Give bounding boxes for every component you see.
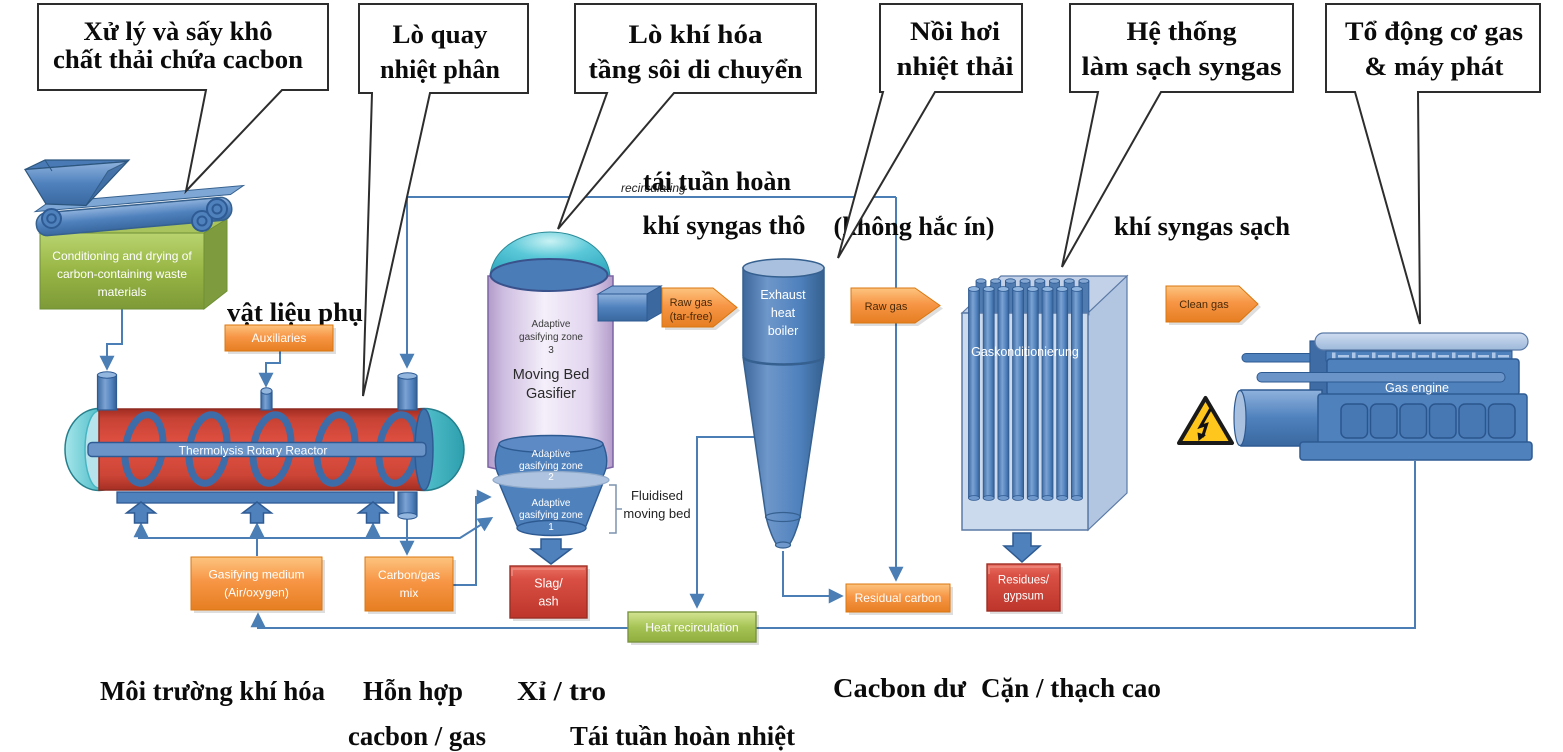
svg-text:gasifying zone: gasifying zone [519, 461, 583, 472]
svg-text:materials: materials [98, 285, 147, 299]
svg-text:tầng sôi di chuyển: tầng sôi di chuyển [589, 55, 804, 84]
svg-text:Conditioning and drying of: Conditioning and drying of [52, 249, 192, 263]
svg-text:Nồi hơi: Nồi hơi [910, 17, 1000, 46]
svg-text:Auxiliaries: Auxiliaries [252, 331, 307, 345]
svg-text:& máy phát: & máy phát [1365, 52, 1504, 81]
svg-text:mix: mix [400, 586, 419, 600]
svg-text:Exhaust: Exhaust [760, 288, 806, 302]
svg-text:Gas engine: Gas engine [1385, 381, 1449, 395]
svg-text:Adaptive: Adaptive [532, 449, 571, 460]
svg-text:Residual carbon: Residual carbon [855, 591, 942, 605]
svg-text:Môi trường khí hóa: Môi trường khí hóa [100, 676, 325, 706]
svg-text:vật liệu phụ: vật liệu phụ [227, 298, 363, 327]
svg-text:Fluidised: Fluidised [631, 488, 683, 503]
svg-text:Gaskonditionierung: Gaskonditionierung [971, 345, 1079, 359]
svg-text:cacbon / gas: cacbon / gas [348, 721, 486, 751]
svg-text:2: 2 [548, 472, 554, 483]
svg-text:Raw gas: Raw gas [865, 301, 908, 313]
svg-text:chất thải chứa cacbon: chất thải chứa cacbon [53, 45, 304, 74]
svg-text:Adaptive: Adaptive [532, 319, 571, 330]
svg-text:recirculating: recirculating [621, 181, 686, 195]
svg-text:Moving Bed: Moving Bed [513, 367, 590, 383]
svg-text:Cặn / thạch cao: Cặn / thạch cao [981, 673, 1161, 703]
svg-text:Slag/: Slag/ [534, 576, 563, 590]
svg-text:Cacbon dư: Cacbon dư [833, 673, 967, 703]
svg-text:(tar-free): (tar-free) [670, 311, 713, 323]
svg-text:gypsum: gypsum [1003, 591, 1043, 603]
svg-text:(Air/oxygen): (Air/oxygen) [224, 586, 289, 600]
svg-text:Carbon/gas: Carbon/gas [378, 568, 440, 582]
svg-text:1: 1 [548, 522, 554, 533]
svg-text:Tổ động cơ gas: Tổ động cơ gas [1345, 17, 1523, 46]
svg-text:heat: heat [771, 306, 796, 320]
svg-text:boiler: boiler [768, 324, 799, 338]
svg-text:Thermolysis Rotary Reactor: Thermolysis Rotary Reactor [179, 444, 328, 458]
svg-text:nhiệt phân: nhiệt phân [380, 55, 501, 84]
svg-text:Residues/: Residues/ [998, 575, 1050, 587]
svg-text:3: 3 [548, 345, 554, 356]
svg-text:carbon-containing waste: carbon-containing waste [57, 267, 187, 281]
svg-text:Adaptive: Adaptive [532, 498, 571, 509]
svg-text:Xử lý và sấy khô: Xử lý và sấy khô [84, 17, 273, 46]
svg-text:Lò quay: Lò quay [393, 20, 488, 49]
svg-text:gasifying zone: gasifying zone [519, 332, 583, 343]
svg-text:tái tuần hoàn: tái tuần hoàn [643, 167, 792, 196]
svg-text:Gasifier: Gasifier [526, 386, 576, 402]
svg-text:Lò khí hóa: Lò khí hóa [629, 20, 763, 49]
svg-text:Clean gas: Clean gas [1179, 299, 1229, 311]
svg-text:Tái tuần hoàn nhiệt: Tái tuần hoàn nhiệt [570, 721, 795, 751]
svg-text:Raw gas: Raw gas [670, 297, 713, 309]
svg-text:Heat recirculation: Heat recirculation [645, 621, 738, 635]
svg-text:gasifying zone: gasifying zone [519, 510, 583, 521]
svg-text:Gasifying medium: Gasifying medium [208, 568, 304, 582]
svg-text:Hệ thống: Hệ thống [1127, 17, 1237, 46]
svg-text:moving bed: moving bed [623, 506, 690, 521]
svg-text:nhiệt thải: nhiệt thải [897, 52, 1014, 81]
svg-text:khí syngas sạch: khí syngas sạch [1114, 212, 1291, 241]
svg-text:Hỗn hợp: Hỗn hợp [363, 676, 463, 706]
svg-text:Xỉ / tro: Xỉ / tro [517, 676, 606, 706]
svg-text:ash: ash [538, 594, 558, 608]
svg-text:làm sạch syngas: làm sạch syngas [1082, 52, 1282, 81]
svg-text:khí syngas thô: khí syngas thô [643, 211, 806, 240]
